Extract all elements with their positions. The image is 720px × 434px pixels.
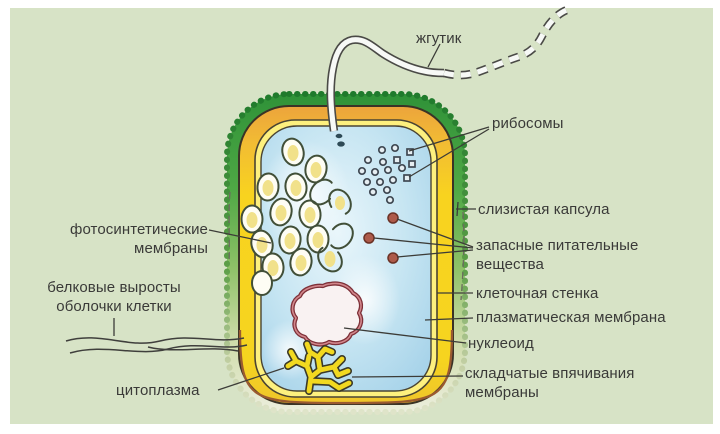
capsule-label: слизистая капсула: [478, 201, 610, 218]
nucleoid-shape: [290, 281, 364, 347]
ribosomes-label: рибосомы: [492, 115, 564, 132]
cytoplasm-label: цитоплазма: [116, 382, 200, 399]
protein-outgrowths-label: белковые выросты оболочки клетки: [28, 278, 200, 316]
storage-label-line1: запасные питательные: [476, 237, 639, 254]
protein-outgrowths-label-line1: белковые выросты: [47, 279, 181, 296]
storage-label-line2: вещества: [476, 256, 544, 273]
photosynthetic-membranes-shape: [240, 137, 354, 296]
photosynthetic-label-line1: фотосинтетические: [70, 221, 208, 238]
membrane-folds-label-line2: мембраны: [465, 384, 539, 401]
plasma-membrane-label: плазматическая мембрана: [476, 309, 666, 326]
flagellum-shape: [326, 4, 572, 147]
membrane-folds-shape: [284, 340, 353, 395]
protein-outgrowths-label-line2: оболочки клетки: [56, 298, 172, 315]
storage-granules-shape: [363, 212, 399, 264]
membrane-folds-label-line1: складчатые впячивания: [465, 365, 635, 382]
nucleoid-label: нуклеоид: [468, 335, 534, 352]
flagellum-label: жгутик: [416, 30, 462, 47]
cell-wall-label: клеточная стенка: [476, 285, 599, 302]
storage-label: запасные питательные вещества: [476, 236, 639, 274]
photosynthetic-label: фотосинтетические мембраны: [70, 220, 208, 258]
ribosomes-shape: [357, 143, 416, 205]
protein-outgrowths-shape: [65, 337, 248, 354]
photosynthetic-label-line2: мембраны: [134, 240, 208, 257]
membrane-folds-label: складчатые впячивания мембраны: [465, 364, 635, 402]
leader-lines: [113, 43, 490, 391]
